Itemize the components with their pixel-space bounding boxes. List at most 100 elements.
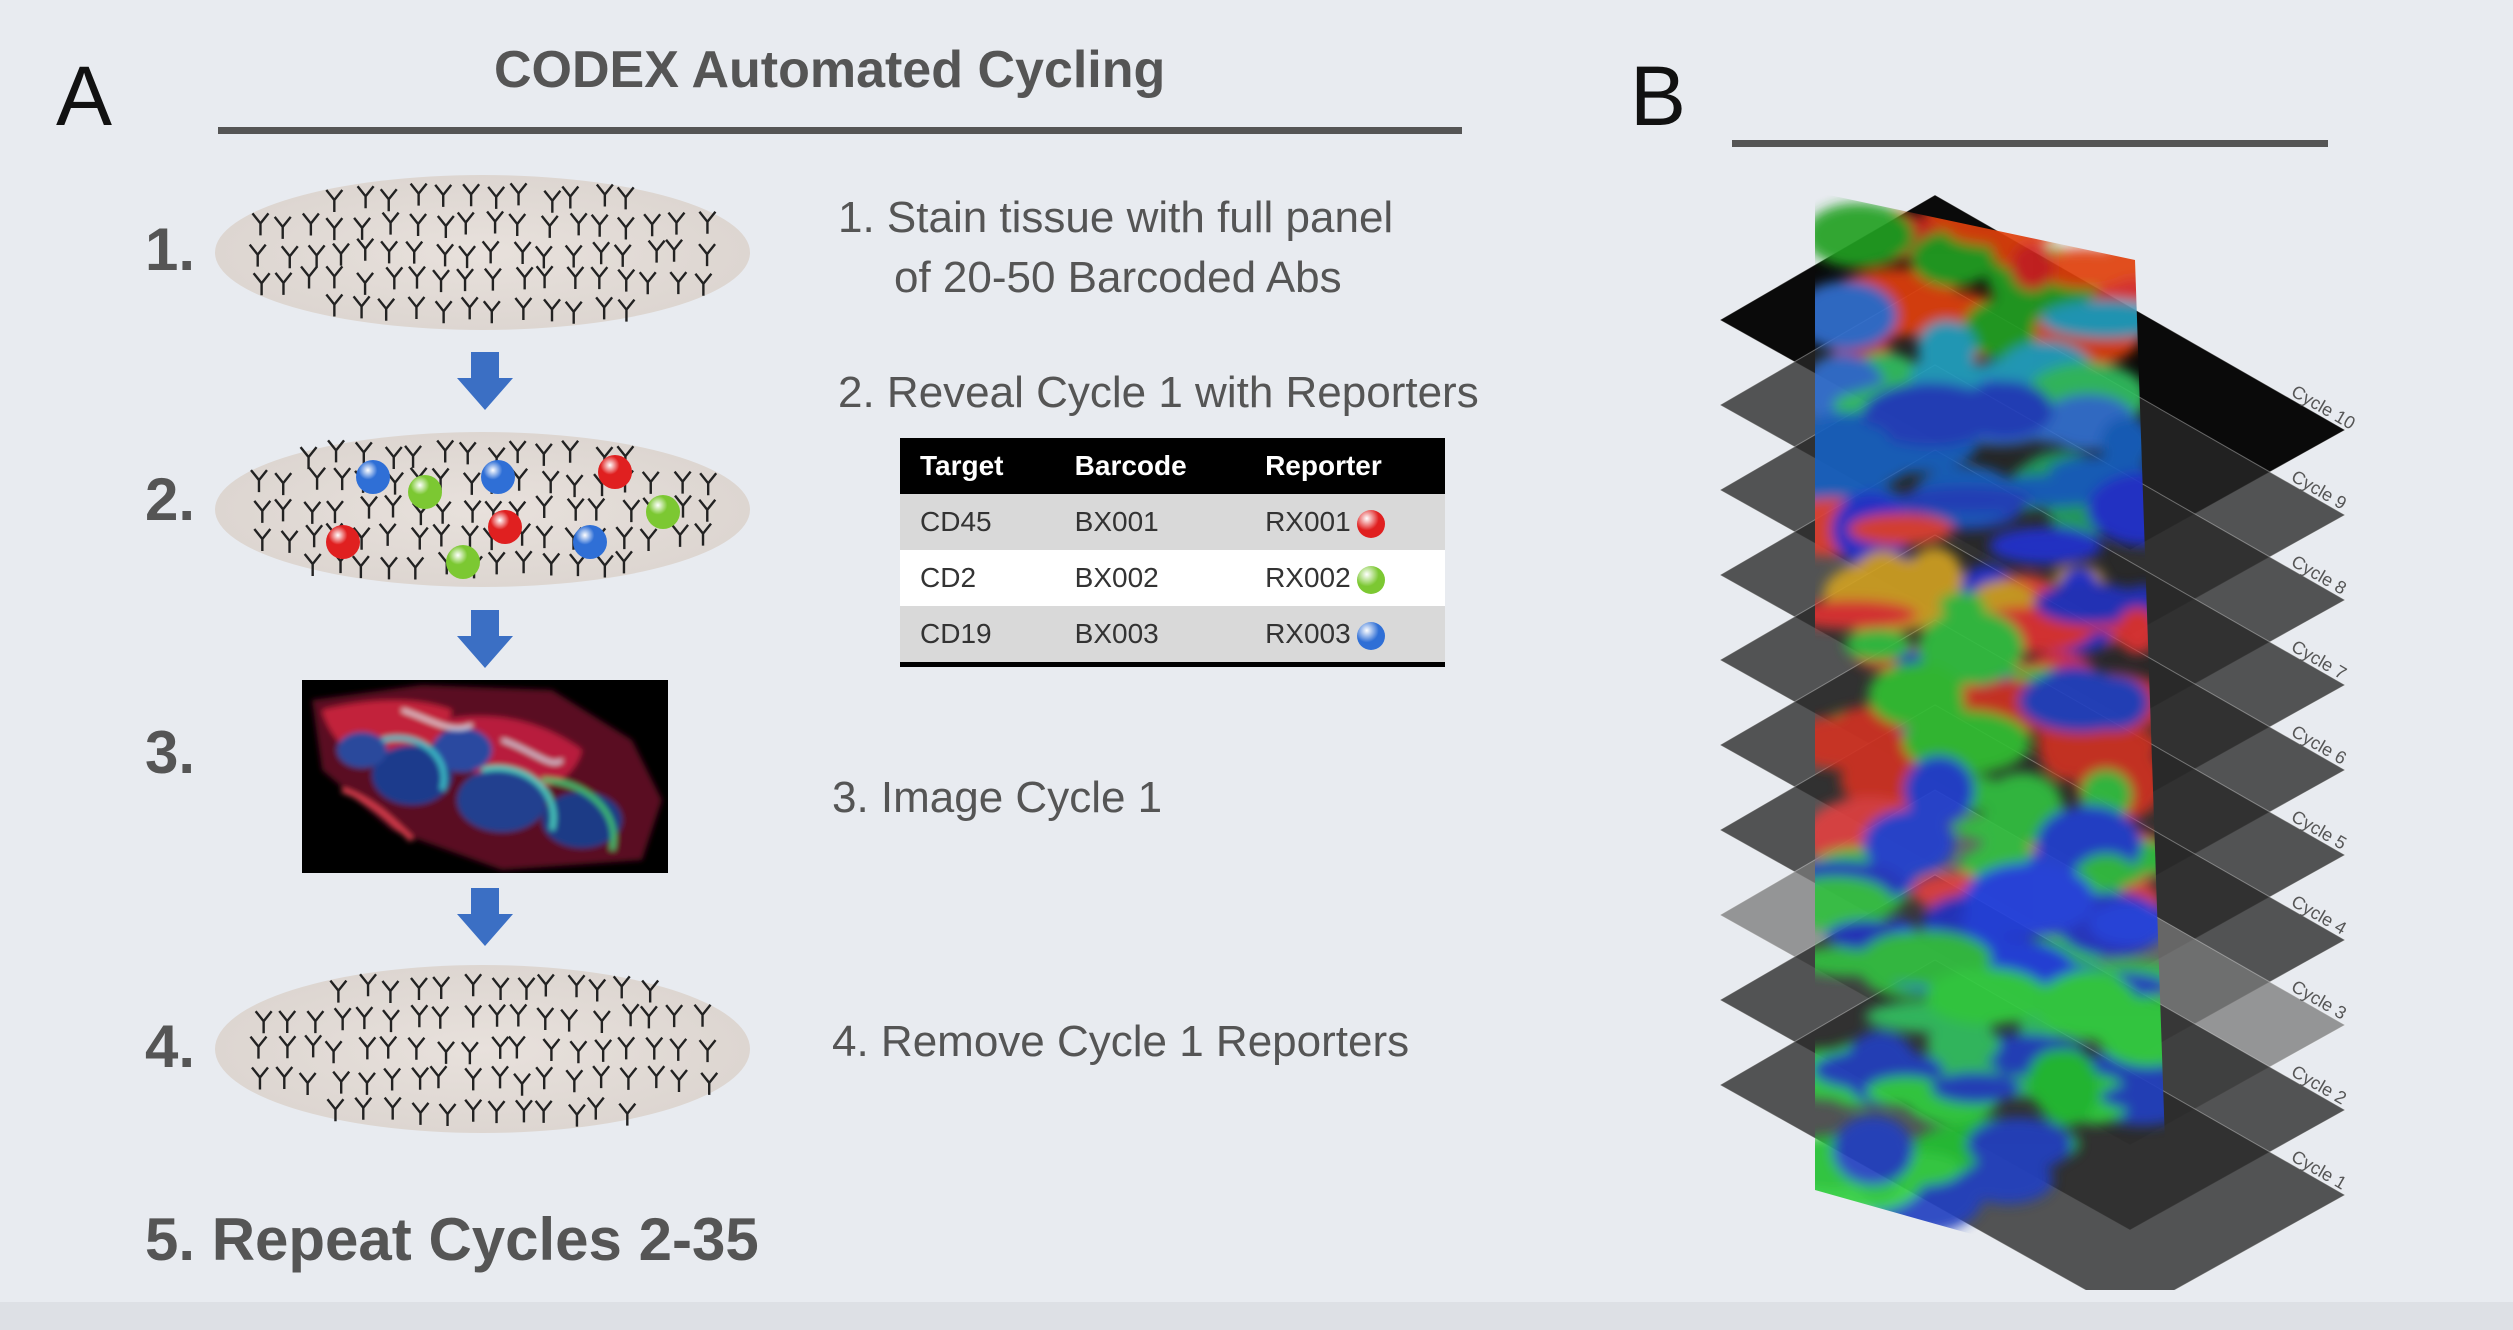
- antibody-icon: [406, 556, 425, 580]
- antibody-icon: [333, 1007, 352, 1031]
- antibody-icon: [383, 1067, 402, 1091]
- antibody-icon: [305, 524, 324, 548]
- tissue-signal-blob: [1896, 486, 2034, 514]
- antibody-icon: [564, 244, 583, 268]
- antibody-icon: [639, 528, 658, 552]
- down-arrow-3: [457, 888, 513, 946]
- antibody-icon: [437, 1041, 455, 1064]
- antibody-icon: [694, 522, 712, 546]
- antibody-icon: [438, 1103, 457, 1126]
- antibody-icon: [665, 238, 684, 262]
- antibody-icon: [382, 1009, 400, 1033]
- antibody-icon: [487, 1100, 506, 1124]
- antibody-icon: [670, 1069, 688, 1092]
- antibody-icon: [615, 550, 633, 574]
- antibody-icon: [251, 212, 270, 236]
- bottom-band: [0, 1302, 2513, 1330]
- antibody-icon: [590, 266, 609, 290]
- antibody-icon: [535, 265, 554, 289]
- antibody-icon: [332, 242, 350, 266]
- antibody-icon: [638, 271, 657, 295]
- tissue-signal-blob: [1957, 380, 2053, 440]
- antibody-icon: [561, 185, 580, 209]
- tissue-signal-blob: [2037, 248, 2133, 289]
- antibody-icon: [254, 1010, 273, 1034]
- antibody-icon: [436, 439, 455, 463]
- reporter-label: RX001: [1265, 506, 1351, 537]
- antibody-icon: [509, 1003, 528, 1027]
- antibody-icon: [251, 1066, 269, 1090]
- antibody-icon: [431, 1005, 450, 1029]
- antibody-icon: [385, 266, 404, 290]
- antibody-icon: [491, 1065, 509, 1089]
- antibody-field-1: [248, 182, 717, 324]
- antibody-icon: [464, 1067, 483, 1091]
- antibody-icon: [298, 1072, 317, 1095]
- antibody-icon: [595, 554, 614, 578]
- antibody-icon: [325, 265, 344, 289]
- antibody-icon: [381, 980, 400, 1003]
- tissue-signal-blob: [1988, 526, 2103, 565]
- antibody-icon: [693, 1004, 712, 1027]
- antibody-icon: [588, 978, 607, 1002]
- tissue-signal-blob: [1848, 513, 1954, 546]
- antibody-icon: [301, 212, 320, 236]
- tissue-signal-blob: [2018, 669, 2143, 733]
- tissue-signal-blob: [1868, 662, 1964, 728]
- antibody-icon: [324, 1040, 343, 1064]
- antibody-icon: [534, 443, 553, 466]
- antibody-icon: [592, 241, 611, 265]
- antibody-icon: [617, 298, 636, 322]
- antibody-icon: [517, 977, 536, 1000]
- antibody-icon: [303, 553, 322, 576]
- tissue-signal-blob: [2034, 582, 2144, 625]
- antibody-icon: [354, 441, 373, 465]
- antibody-icon: [464, 1004, 483, 1028]
- antibody-icon: [617, 268, 636, 292]
- antibody-icon: [698, 211, 717, 234]
- antibody-icon: [404, 445, 423, 468]
- antibody-icon: [508, 213, 527, 237]
- antibody-icon: [613, 244, 632, 267]
- antibody-icon: [411, 1066, 430, 1090]
- cell-target: CD19: [900, 606, 1055, 662]
- table-row: CD2 BX002 RX002: [900, 550, 1445, 606]
- tissue-signal-blob: [1815, 438, 1886, 487]
- antibody-icon: [377, 298, 396, 321]
- antibody-icon: [535, 525, 554, 549]
- antibody-icon: [462, 183, 481, 207]
- tissue-signal-blob: [1985, 1117, 2044, 1151]
- reporter-bead: [326, 525, 360, 559]
- antibody-icon: [333, 467, 352, 491]
- reporter-bead: [646, 495, 680, 529]
- tissue-signal-blob: [1931, 1072, 2022, 1104]
- antibody-icon: [674, 494, 692, 518]
- tissue-signal-blob: [1844, 628, 1912, 661]
- cycle-1-micrograph-image: [302, 680, 668, 873]
- antibody-icon: [590, 213, 609, 237]
- cell-barcode: BX001: [1054, 494, 1246, 550]
- antibody-icon: [669, 271, 688, 295]
- reporter-label: RX002: [1265, 562, 1351, 593]
- antibody-icon: [535, 495, 554, 519]
- antibody-icon: [647, 239, 666, 263]
- cell-target: CD45: [900, 494, 1055, 550]
- tissue-signal-blob: [1917, 609, 2024, 686]
- reporter-dot-red: [1356, 509, 1385, 538]
- antibody-icon: [354, 1096, 373, 1120]
- tissue-with-reporters: [215, 432, 750, 587]
- reporter-bead: [446, 545, 480, 579]
- panel-a-letter: A: [56, 49, 113, 143]
- antibody-icon: [483, 267, 502, 291]
- antibody-icon: [667, 211, 686, 235]
- tissue-signal-blob: [2100, 416, 2154, 469]
- antibody-icon: [326, 500, 344, 524]
- antibody-icon: [543, 298, 561, 322]
- reporter-bead: [488, 510, 522, 544]
- antibody-icon: [616, 186, 635, 210]
- antibody-icon: [587, 497, 606, 521]
- antibody-icon: [514, 1099, 533, 1123]
- step-number-3: 3.: [145, 719, 196, 786]
- antibody-icon: [464, 1098, 483, 1122]
- table-row: CD45 BX001 RX001: [900, 494, 1445, 550]
